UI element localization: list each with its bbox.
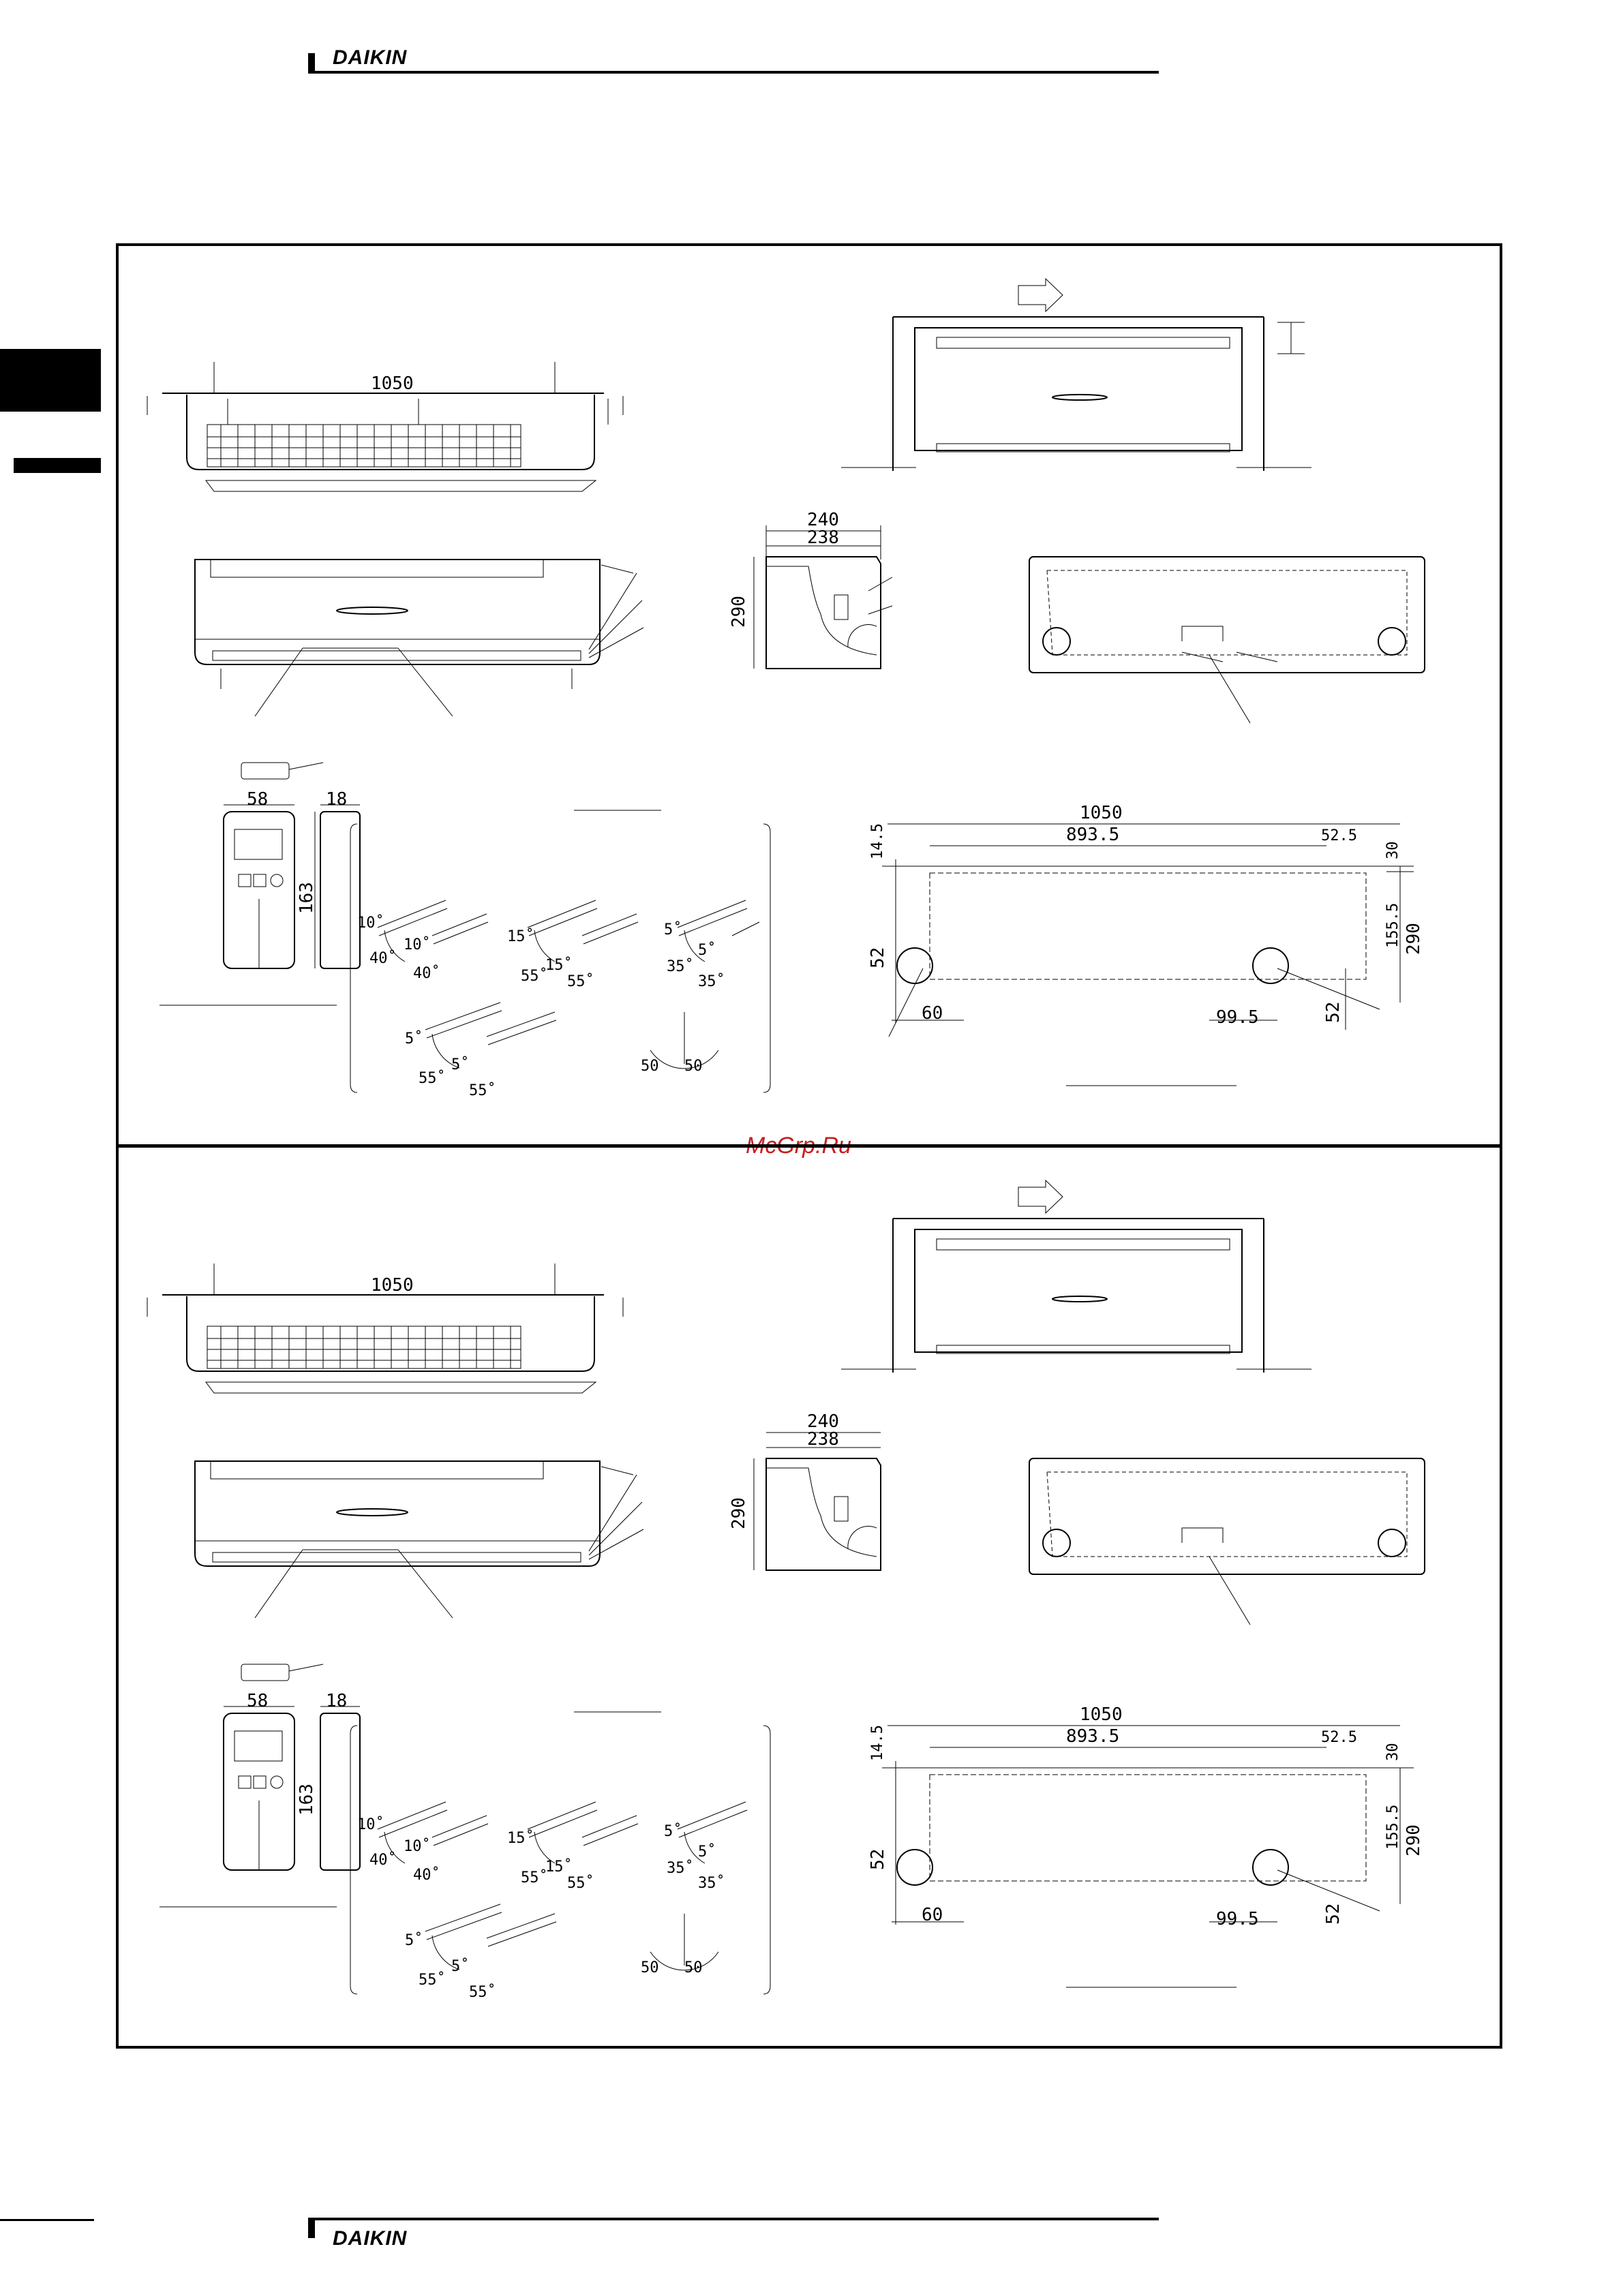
angle-label: 5˚ bbox=[405, 1030, 423, 1047]
technical-drawing-1: 1050 240 238 290 58 18 163 14.5 1050 893… bbox=[147, 277, 1425, 1099]
dim-mount-14-5: 14.5 bbox=[869, 1725, 886, 1761]
angle-label: 35˚ bbox=[667, 958, 694, 975]
angle-label: 15˚ bbox=[545, 957, 573, 974]
angle-label: 35˚ bbox=[698, 973, 725, 990]
dim-height-side: 290 bbox=[729, 1497, 749, 1529]
angle-label: 40˚ bbox=[369, 950, 397, 967]
dim-remote-depth: 18 bbox=[326, 789, 347, 810]
dim-mount-893-5: 893.5 bbox=[1066, 1726, 1119, 1747]
dim-remote-height: 163 bbox=[297, 1784, 317, 1816]
dim-depth-inner: 238 bbox=[807, 1429, 839, 1450]
dim-mount-52-right: 52 bbox=[1323, 1903, 1344, 1925]
dim-mount-52-left: 52 bbox=[868, 1849, 888, 1870]
dim-mount-14-5: 14.5 bbox=[869, 823, 886, 859]
angle-label: 55˚ bbox=[567, 973, 594, 990]
dim-remote-width: 58 bbox=[247, 789, 268, 810]
dim-mount-52-right: 52 bbox=[1323, 1002, 1344, 1023]
dim-height-side: 290 bbox=[729, 596, 749, 628]
angle-label: 5˚ bbox=[405, 1932, 423, 1949]
dim-mount-60: 60 bbox=[922, 1003, 943, 1024]
dim-depth-inner: 238 bbox=[807, 527, 839, 548]
angle-label: 10˚ bbox=[357, 1816, 384, 1833]
dim-mount-99-5: 99.5 bbox=[1216, 1909, 1259, 1929]
angle-label: 55˚ bbox=[469, 1082, 496, 1099]
angle-label: 55˚ bbox=[419, 1070, 446, 1087]
dim-remote-depth: 18 bbox=[326, 1691, 347, 1711]
angle-label: 55˚ bbox=[419, 1972, 446, 1989]
dim-mount-893-5: 893.5 bbox=[1066, 825, 1119, 845]
angle-label: 15˚ bbox=[507, 928, 534, 945]
header-brand-logo: DAIKIN bbox=[333, 46, 408, 69]
angle-label: 40˚ bbox=[369, 1852, 397, 1869]
angle-label: 40˚ bbox=[413, 1867, 440, 1884]
angle-label: 5˚ bbox=[698, 942, 716, 959]
dim-mount-1050: 1050 bbox=[1080, 803, 1123, 823]
angle-label: 5˚ bbox=[698, 1843, 716, 1861]
dim-width-top: 1050 bbox=[371, 1275, 414, 1296]
header-tick bbox=[308, 53, 315, 74]
header-rule bbox=[308, 71, 1159, 74]
dim-remote-width: 58 bbox=[247, 1691, 268, 1711]
dim-mount-30: 30 bbox=[1384, 1743, 1401, 1762]
drawing-panel-1: 1050 240 238 290 58 18 163 14.5 1050 893… bbox=[116, 243, 1502, 1147]
dim-mount-99-5: 99.5 bbox=[1216, 1007, 1259, 1028]
angle-label: 50 bbox=[684, 1058, 703, 1075]
angle-label: 35˚ bbox=[667, 1860, 694, 1877]
angle-label: 50 bbox=[641, 1058, 659, 1075]
footer-brand-logo: DAIKIN bbox=[333, 2227, 408, 2250]
footer-left-rule bbox=[0, 2219, 94, 2221]
dim-width-top: 1050 bbox=[371, 373, 414, 394]
dim-mount-52-5: 52.5 bbox=[1321, 827, 1357, 844]
side-tab-block bbox=[0, 349, 101, 412]
angle-label: 50 bbox=[684, 1959, 703, 1976]
angle-label: 55˚ bbox=[567, 1875, 594, 1892]
angle-label: 55˚ bbox=[469, 1984, 496, 2001]
side-tab-bar bbox=[14, 458, 101, 473]
technical-drawing-2: 1050 240 238 290 58 18 163 14.5 1050 893… bbox=[147, 1179, 1425, 2001]
footer-tick bbox=[308, 2218, 315, 2238]
dim-mount-60: 60 bbox=[922, 1905, 943, 1925]
dim-mount-52-left: 52 bbox=[868, 947, 888, 968]
angle-label: 55˚ bbox=[521, 968, 548, 985]
dim-mount-1050: 1050 bbox=[1080, 1704, 1123, 1725]
dim-depth-outer: 240 bbox=[807, 1411, 839, 1432]
angle-label: 15˚ bbox=[507, 1830, 534, 1847]
angle-label: 5˚ bbox=[664, 921, 682, 938]
dim-mount-30: 30 bbox=[1384, 842, 1401, 860]
dim-depth-outer: 240 bbox=[807, 510, 839, 530]
angle-label: 10˚ bbox=[404, 936, 431, 953]
angle-label: 55˚ bbox=[521, 1869, 548, 1886]
angle-label: 5˚ bbox=[451, 1958, 470, 1975]
angle-label: 50 bbox=[641, 1959, 659, 1976]
angle-label: 10˚ bbox=[357, 915, 384, 932]
footer-rule bbox=[308, 2218, 1159, 2220]
drawing-panel-2: 1050 240 238 290 58 18 163 14.5 1050 893… bbox=[116, 1145, 1502, 2049]
angle-label: 5˚ bbox=[664, 1823, 682, 1840]
dim-mount-290: 290 bbox=[1404, 1824, 1424, 1856]
dim-mount-290: 290 bbox=[1404, 923, 1424, 955]
angle-label: 10˚ bbox=[404, 1838, 431, 1855]
dim-mount-155-5: 155.5 bbox=[1384, 903, 1401, 948]
dim-remote-height: 163 bbox=[297, 882, 317, 914]
angle-label: 40˚ bbox=[413, 965, 440, 982]
angle-label: 15˚ bbox=[545, 1858, 573, 1876]
dim-mount-155-5: 155.5 bbox=[1384, 1805, 1401, 1850]
dim-mount-52-5: 52.5 bbox=[1321, 1729, 1357, 1746]
angle-label: 5˚ bbox=[451, 1056, 470, 1073]
angle-label: 35˚ bbox=[698, 1875, 725, 1892]
